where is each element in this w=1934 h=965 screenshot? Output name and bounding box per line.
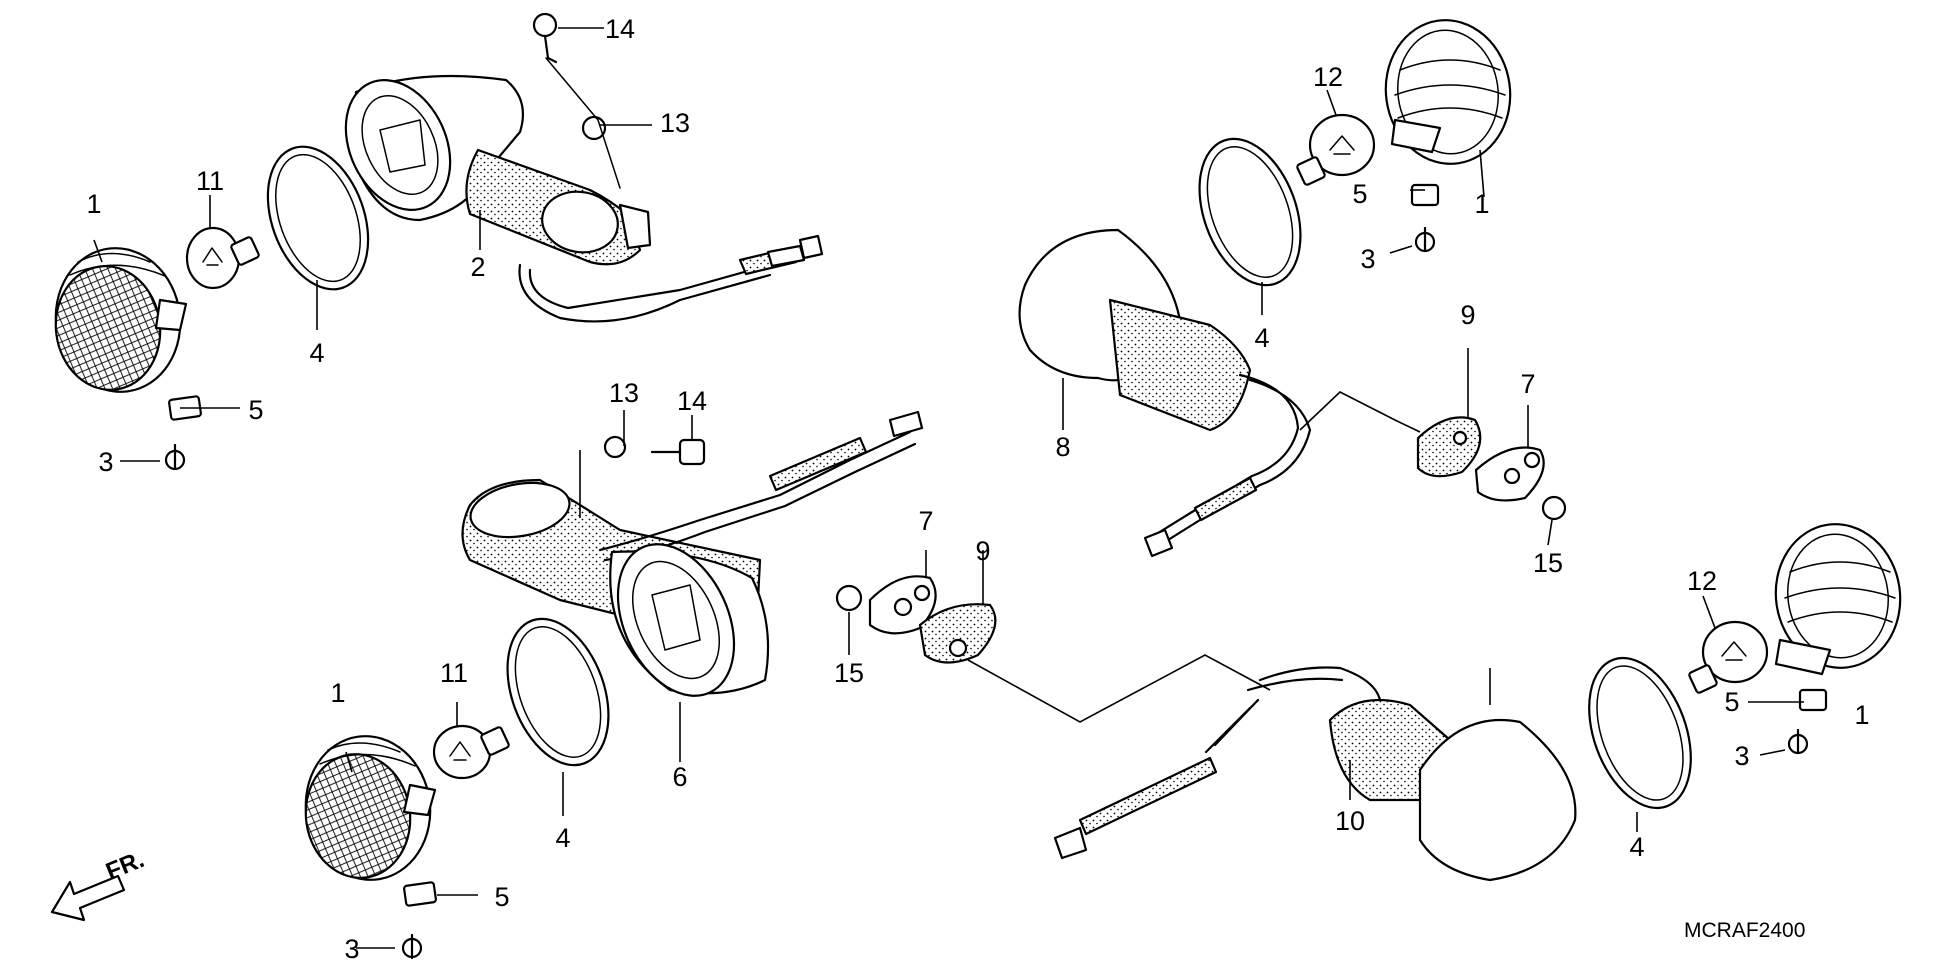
right-lower-bulb: [1688, 620, 1769, 694]
top-left-lens-assembly: [54, 247, 188, 393]
middle-left-housing: [461, 410, 924, 697]
callout-4-lower-right: 4: [1629, 832, 1644, 862]
callout-13-top: 13: [660, 108, 690, 138]
middle-left-ring: [506, 617, 610, 767]
callout-6: 6: [672, 762, 687, 792]
callout-15-right: 15: [1533, 548, 1563, 578]
callout-numbers: 1 1 1 1 2 3 3 3 3 4 4 4 4 5 5 5 5 6 7 7 …: [86, 14, 1869, 964]
middle-left-lens-assembly: [304, 735, 437, 881]
direction-label: FR.: [102, 846, 148, 886]
callout-7-right: 7: [1520, 369, 1535, 399]
callout-13-mid: 13: [609, 378, 639, 408]
callout-3-top-left: 3: [98, 447, 113, 477]
right-upper-bulb: [1296, 113, 1376, 186]
callout-14-mid: 14: [677, 386, 707, 416]
top-left-ring: [266, 145, 370, 291]
right-upper-ring: [1198, 137, 1302, 287]
callout-5-top-left: 5: [248, 395, 263, 425]
top-left-housing: [344, 74, 824, 323]
callout-15-center: 15: [834, 658, 864, 688]
callout-4-top-left: 4: [309, 338, 324, 368]
callout-5-lower-right: 5: [1724, 687, 1739, 717]
callout-1-lower-right: 1: [1854, 700, 1869, 730]
front-direction-arrow: FR.: [50, 846, 148, 922]
right-lower-ring: [1588, 656, 1692, 810]
callout-12-lower: 12: [1687, 566, 1717, 596]
right-lower-lens-assembly: [1774, 523, 1902, 755]
callout-14-top: 14: [605, 14, 635, 44]
callout-5-top-right: 5: [1352, 179, 1367, 209]
leader-lines: [93, 27, 1804, 949]
callout-2: 2: [470, 252, 485, 282]
callout-12-top: 12: [1313, 62, 1343, 92]
callout-3-top-right: 3: [1360, 244, 1375, 274]
callout-4-top-right: 4: [1254, 323, 1269, 353]
callout-9-center: 9: [975, 536, 990, 566]
drawing-code: MCRAF2400: [1684, 919, 1805, 942]
callout-11-mid: 11: [440, 658, 468, 688]
right-upper-gaskets: [1410, 183, 1567, 521]
middle-left-bulb: [432, 724, 510, 780]
callout-1-mid-left: 1: [330, 678, 345, 708]
right-lower-housing: [1053, 666, 1577, 882]
top-left-bulb: [185, 226, 260, 290]
callout-11-top: 11: [196, 166, 224, 196]
callout-5-mid-left: 5: [494, 882, 509, 912]
callout-3-lower-right: 3: [1734, 741, 1749, 771]
callout-1-top-left: 1: [86, 189, 101, 219]
callout-9-right: 9: [1460, 300, 1475, 330]
callout-7-center: 7: [918, 506, 933, 536]
right-upper-lens-assembly: [1384, 19, 1512, 165]
callout-10: 10: [1335, 806, 1365, 836]
callout-3-mid-left: 3: [344, 934, 359, 964]
center-gaskets: [835, 575, 1271, 723]
middle-left-screws: [401, 435, 706, 960]
callout-8: 8: [1055, 432, 1070, 462]
callout-4-mid-left: 4: [555, 823, 570, 853]
top-left-screws: [164, 12, 621, 471]
right-upper-housing: [1018, 228, 1421, 558]
callout-1-top-right: 1: [1474, 189, 1489, 219]
